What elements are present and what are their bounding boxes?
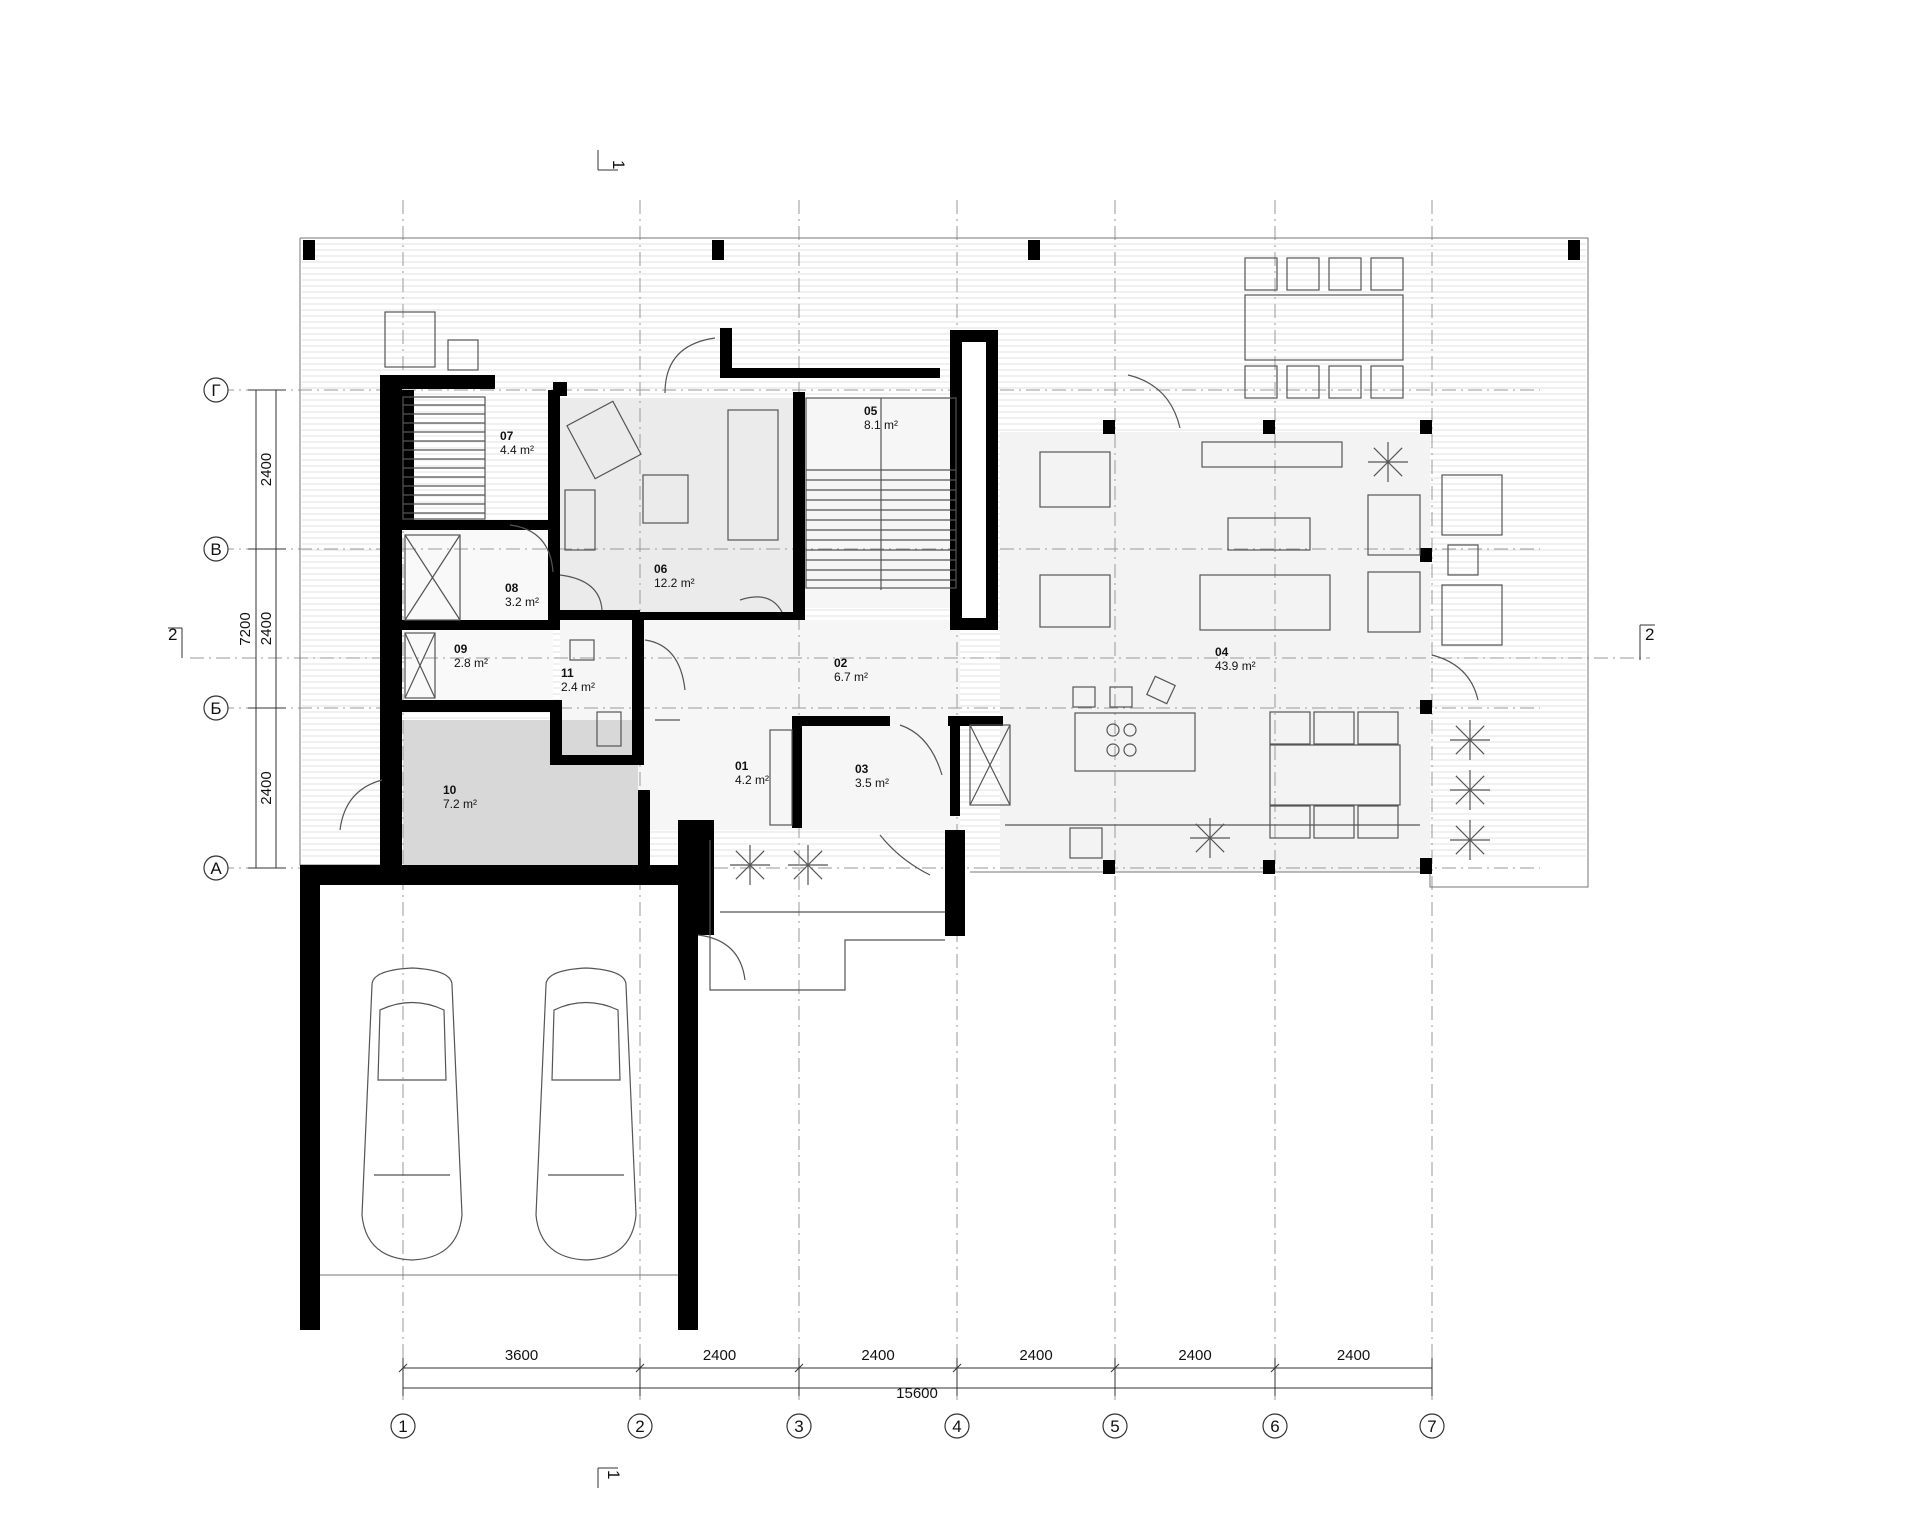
- axis-label-v: 6: [1270, 1417, 1279, 1436]
- floor-fills: [403, 398, 1430, 872]
- axis-label-v: 5: [1110, 1417, 1119, 1436]
- room-number: 11: [561, 666, 574, 680]
- room-number: 03: [855, 762, 869, 776]
- dim-total-bottom: 15600: [896, 1385, 938, 1402]
- room-area: 8.1 m²: [864, 418, 898, 432]
- dim-label: 2400: [1337, 1347, 1370, 1364]
- axis-bubble-v: [1102, 1413, 1128, 1439]
- plants: [730, 442, 1490, 885]
- dim-label-left: 2400: [258, 612, 275, 645]
- axis-label-v: 1: [398, 1417, 407, 1436]
- room-number: 01: [735, 759, 749, 773]
- room-area: 6.7 m²: [834, 670, 868, 684]
- dimensions: 3600 2400 2400 2400 2400 2400 15600 2400 2400 240…: [237, 389, 1433, 1402]
- section-1-top: 1: [609, 160, 628, 169]
- axis-bubble-v: [786, 1413, 812, 1439]
- axis-label-h: Г: [211, 381, 220, 400]
- dim-label: 2400: [1019, 1347, 1052, 1364]
- axis-bubble-v: [390, 1413, 416, 1439]
- dim-label-left: 2400: [258, 453, 275, 486]
- fixtures: [320, 257, 1503, 1276]
- walls: [300, 240, 1580, 1330]
- room-area: 4.2 m²: [735, 773, 769, 787]
- room-area: 4.4 m²: [500, 443, 534, 457]
- room-area: 3.2 m²: [505, 595, 539, 609]
- room-area: 3.5 m²: [855, 776, 889, 790]
- section-markers: 1 1 2 2: [168, 150, 1655, 1488]
- axis-label-h: В: [210, 540, 221, 559]
- room-area: 2.8 m²: [454, 656, 488, 670]
- car-left: [361, 967, 463, 1261]
- dim-total-left: 7200: [237, 612, 254, 645]
- room-area: 2.4 m²: [561, 680, 595, 694]
- room-number: 04: [1215, 645, 1229, 659]
- axis-bubble-v: [1262, 1413, 1288, 1439]
- axis-bubble-h: [203, 695, 229, 721]
- axis-bubble-v: [944, 1413, 970, 1439]
- axis-bubble-h: [203, 536, 229, 562]
- room-number: 08: [505, 581, 519, 595]
- room-area: 43.9 m²: [1215, 659, 1256, 673]
- dim-label: 2400: [861, 1347, 894, 1364]
- axis-label-v: 3: [794, 1417, 803, 1436]
- section-1-bottom: 1: [604, 1470, 623, 1479]
- room-number: 02: [834, 656, 848, 670]
- axis-label-v: 4: [952, 1417, 961, 1436]
- room-number: 05: [864, 404, 878, 418]
- axis-label-v: 7: [1427, 1417, 1436, 1436]
- dim-label: 2400: [703, 1347, 736, 1364]
- room-number: 10: [443, 783, 457, 797]
- axis-bubble-v: [1419, 1413, 1445, 1439]
- axis-label-h: А: [210, 859, 222, 878]
- room-number: 07: [500, 429, 514, 443]
- section-2-right: 2: [1645, 625, 1654, 644]
- axis-bubble-h: [203, 855, 229, 881]
- axis-label-v: 2: [635, 1417, 644, 1436]
- axis-bubble-v: [627, 1413, 653, 1439]
- room-number: 06: [654, 562, 668, 576]
- room-area: 12.2 m²: [654, 576, 695, 590]
- axis-label-h: Б: [210, 699, 221, 718]
- dim-label-left: 2400: [258, 771, 275, 804]
- garage-cars: [361, 967, 637, 1261]
- dim-label: 2400: [1178, 1347, 1211, 1364]
- section-2-left: 2: [168, 625, 177, 644]
- axis-bubble-h: [203, 377, 229, 403]
- room-number: 09: [454, 642, 468, 656]
- room-area: 7.2 m²: [443, 797, 477, 811]
- car-right: [535, 967, 637, 1261]
- dim-label: 3600: [505, 1347, 538, 1364]
- stairs-07: [402, 396, 486, 520]
